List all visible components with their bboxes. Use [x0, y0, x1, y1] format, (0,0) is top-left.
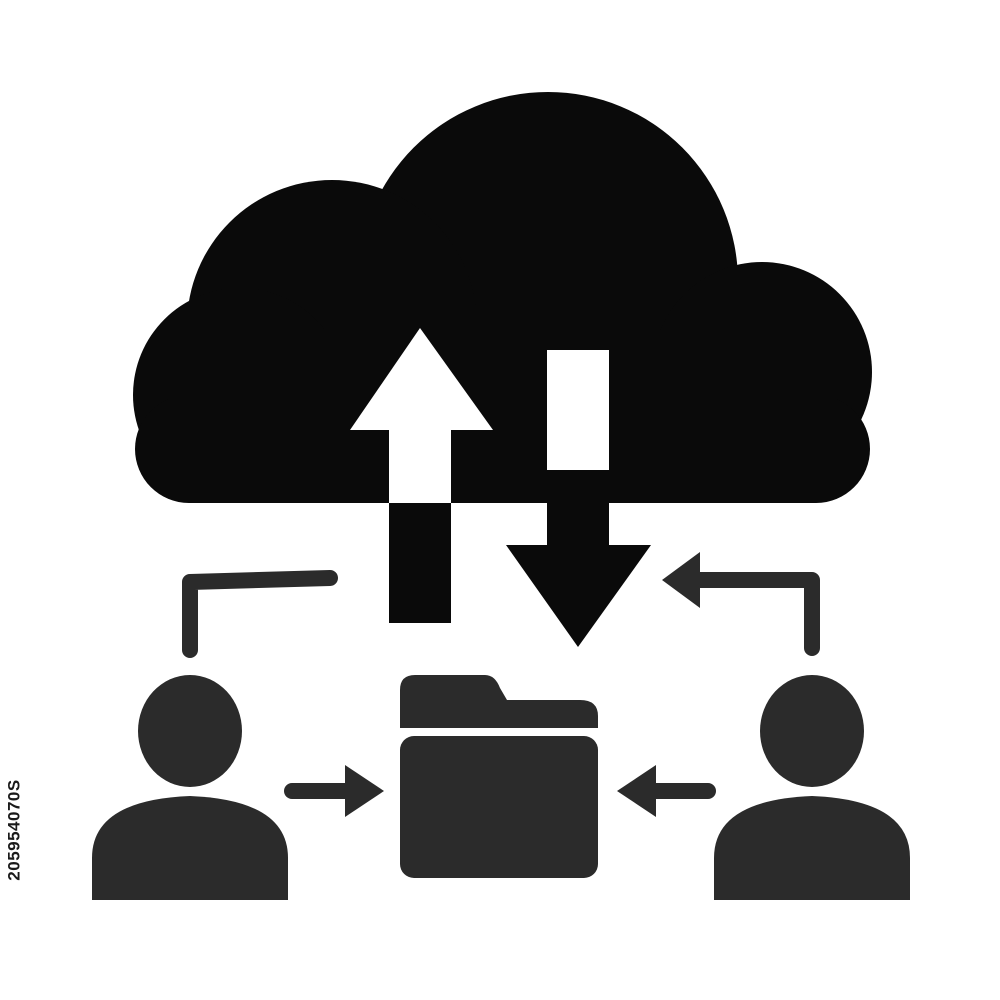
folder-icon [400, 675, 598, 878]
download-arrow-icon [506, 350, 651, 647]
flow-bracket-right-icon [662, 552, 820, 656]
stock-id-text: 205954070S [5, 779, 24, 881]
user-right-icon [714, 675, 910, 900]
flow-arrow-left-to-folder-icon [284, 765, 384, 817]
stock-id-label: 205954070S [2, 750, 28, 910]
cloud-icon [133, 92, 872, 503]
flow-arrow-right-to-folder-icon [617, 765, 716, 817]
user-left-icon [92, 675, 288, 900]
upload-arrow-icon [350, 328, 493, 623]
flow-bracket-left-icon [182, 570, 338, 658]
